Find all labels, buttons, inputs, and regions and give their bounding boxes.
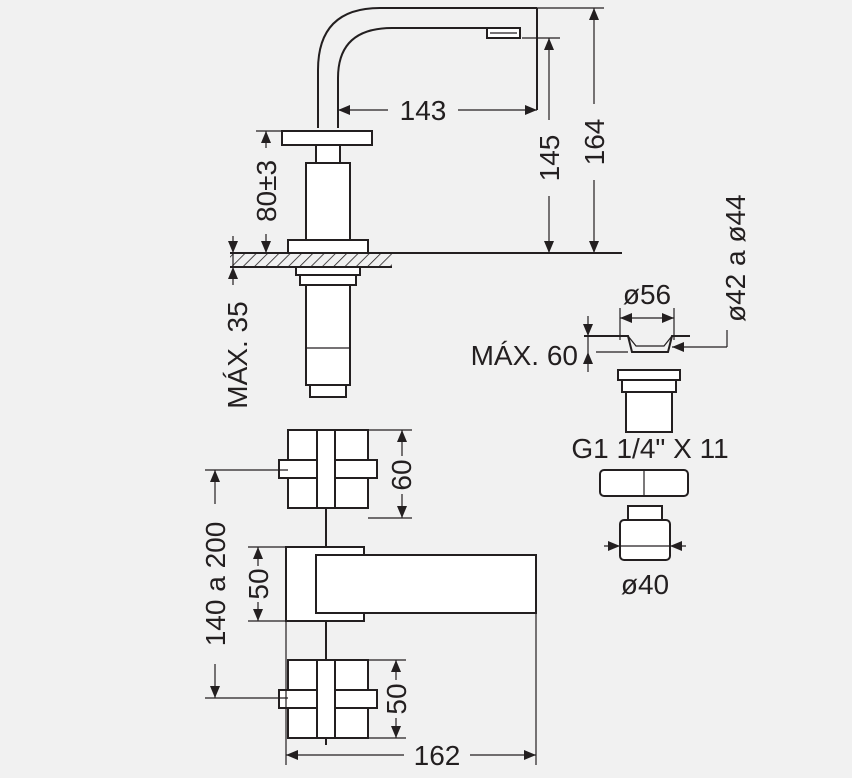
top-view: 60 140 a 200 50 50 162	[200, 429, 537, 771]
dim-phi56-label: ø56	[623, 279, 671, 310]
dim-143-label: 143	[400, 95, 447, 126]
dim-162-label: 162	[414, 740, 461, 771]
drain-lower-neck	[627, 505, 663, 521]
body-column	[305, 162, 351, 241]
dim-max35-label: MÁX. 35	[222, 301, 253, 408]
lower-handle-bar-v	[316, 659, 336, 739]
dim-145-label: 145	[534, 135, 565, 182]
dim-164-label: 164	[579, 119, 610, 166]
side-view: 143 145 164 80±3 MÁX. 35	[222, 7, 622, 409]
dim-60-label: 60	[386, 459, 417, 490]
dim-phi40-label: ø40	[621, 569, 669, 600]
shank-end	[309, 384, 347, 398]
shank	[305, 284, 351, 386]
body-neck	[315, 144, 341, 164]
spout-outer	[317, 7, 537, 128]
spout-inner	[337, 27, 520, 128]
drain-cap	[584, 335, 690, 353]
drain-detail: ø56 MÁX. 60 ø42 a ø44 G1 1/4" X 11 ø40	[471, 194, 751, 600]
dim-80-label: 80±3	[251, 160, 282, 222]
dim-50a-label: 50	[243, 568, 274, 599]
drain-lower-body	[619, 519, 671, 561]
dim-max60-label: MÁX. 60	[471, 340, 578, 371]
lock-nut	[295, 266, 361, 276]
base-flange	[287, 239, 369, 254]
dim-140-label: 140 a 200	[200, 522, 231, 647]
dim-phi42-label: ø42 a ø44	[720, 194, 751, 322]
dim-50b-label: 50	[381, 683, 412, 714]
drain-thread	[625, 391, 673, 433]
dim-thread-label: G1 1/4" X 11	[571, 433, 728, 464]
upper-handle-bar-v	[316, 429, 336, 509]
washer	[299, 274, 357, 286]
spout-top	[315, 554, 537, 614]
counter-hatch	[230, 253, 392, 267]
handle-bar	[281, 130, 373, 146]
drain-flange	[617, 369, 681, 381]
drain-gasket	[621, 379, 677, 393]
